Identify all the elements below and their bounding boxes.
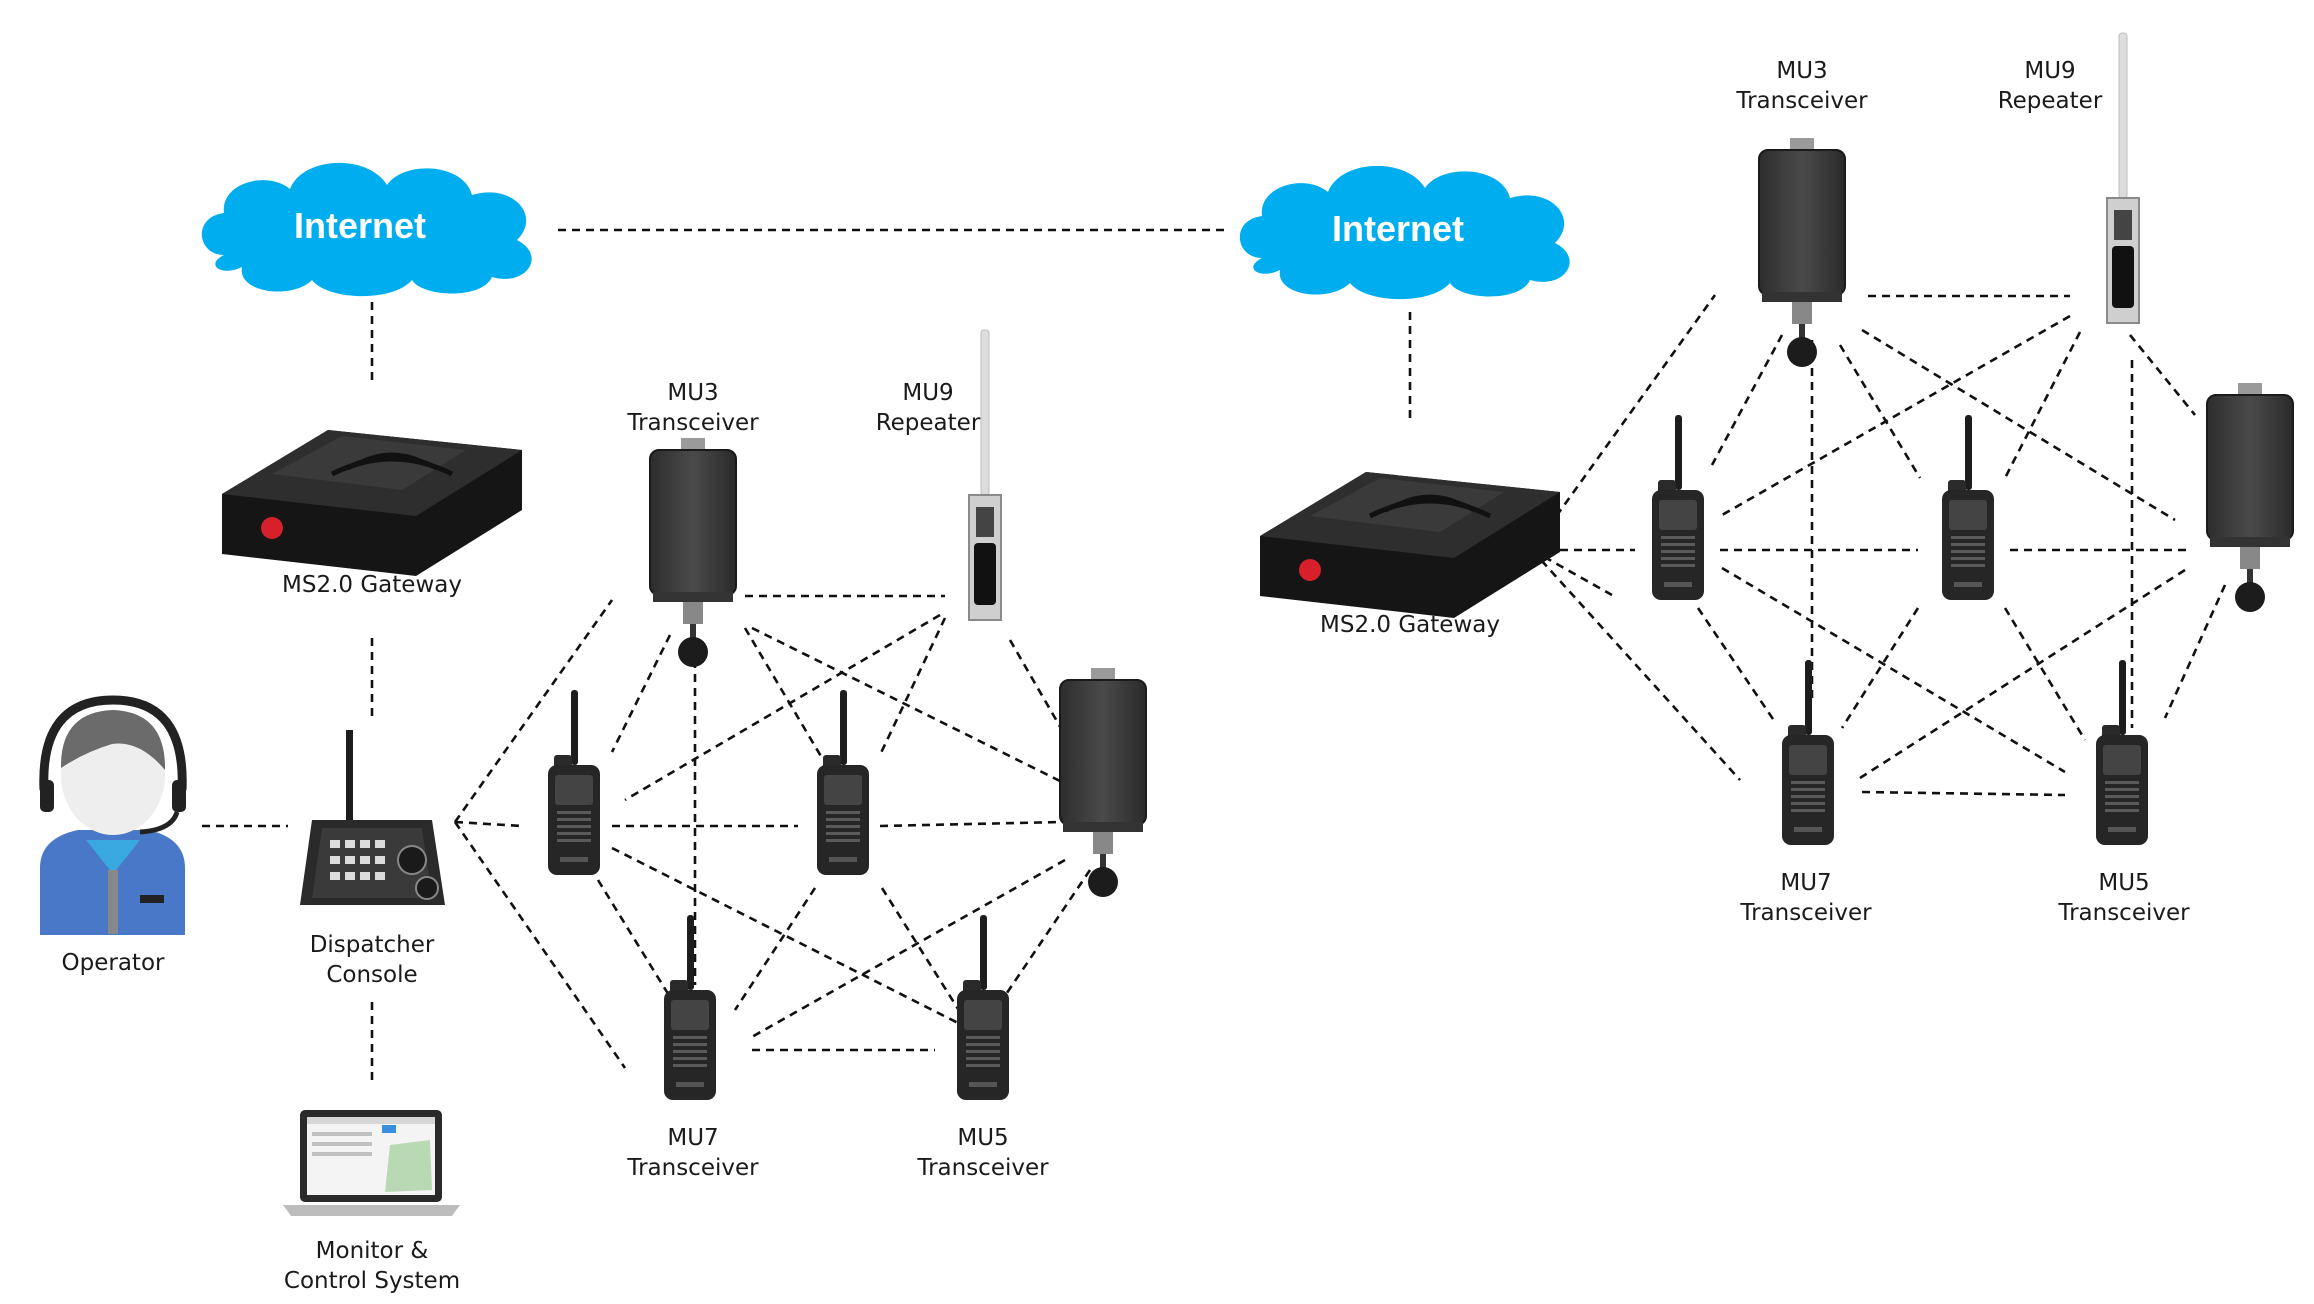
mu3-label-line1: MU3	[1776, 58, 1827, 84]
dispatcher-console-icon	[300, 730, 445, 905]
walkie-talkie-icon	[817, 690, 869, 875]
console-label-line1: Dispatcher	[310, 932, 435, 958]
gateway-label: MS2.0 Gateway	[282, 572, 462, 598]
mu7-label-line2: Transceiver	[1739, 900, 1872, 926]
walkie-talkie-icon	[1782, 660, 1834, 845]
mu7-label-line1: MU7	[1780, 870, 1831, 896]
walkie-talkie-icon	[664, 915, 716, 1100]
links-right	[1408, 294, 2227, 797]
cloud-label: Internet	[1332, 208, 1464, 249]
transceiver-box-icon	[2206, 382, 2294, 613]
mu9-label-line2: Repeater	[876, 410, 981, 436]
repeater-antenna-icon	[968, 329, 1002, 621]
walkie-talkie-icon	[2096, 660, 2148, 845]
walkie-talkie-icon	[548, 690, 600, 875]
gateway-icon	[1260, 472, 1560, 618]
svg-text:MS2.0 Gateway: MS2.0 Gateway	[282, 572, 462, 598]
mu3-label-line2: Transceiver	[1735, 88, 1868, 114]
gateway-icon	[222, 430, 522, 576]
cloud-label: Internet	[294, 205, 426, 246]
repeater-antenna-icon	[2106, 32, 2140, 324]
left-network: Internet MS2.0 Gateway Operator	[39, 162, 1147, 1294]
mu3-label-line1: MU3	[667, 380, 718, 406]
walkie-talkie-icon	[1652, 415, 1704, 600]
console-label-line2: Console	[326, 962, 417, 988]
mu3-label-line2: Transceiver	[626, 410, 759, 436]
gateway-label: MS2.0 Gateway	[1320, 612, 1500, 638]
mu7-label-line1: MU7	[667, 1125, 718, 1151]
mu5-label-line2: Transceiver	[2057, 900, 2190, 926]
transceiver-box-icon	[649, 437, 737, 668]
mu7-label-line2: Transceiver	[626, 1155, 759, 1181]
mu9-label-line1: MU9	[902, 380, 953, 406]
laptop-icon	[283, 1110, 460, 1216]
operator-icon	[39, 695, 187, 935]
monitor-label-line2: Control System	[284, 1268, 460, 1294]
mu9-label-line1: MU9	[2024, 58, 2075, 84]
mu9-label-line2: Repeater	[1998, 88, 2103, 114]
mu5-label-line1: MU5	[957, 1125, 1008, 1151]
links-left	[202, 228, 1230, 1085]
transceiver-box-icon	[1758, 137, 1846, 368]
walkie-talkie-icon	[957, 915, 1009, 1100]
svg-text:MS2.0 Gateway: MS2.0 Gateway	[1320, 612, 1500, 638]
walkie-talkie-icon	[1942, 415, 1994, 600]
transceiver-box-icon	[1059, 667, 1147, 898]
mu5-label-line1: MU5	[2098, 870, 2149, 896]
svg-text:Monitor &Control System: Monitor & Control System	[284, 1238, 460, 1294]
mu5-label-line2: Transceiver	[916, 1155, 1049, 1181]
svg-text:Operator: Operator	[62, 950, 165, 976]
operator-label: Operator	[62, 950, 165, 976]
monitor-label-line1: Monitor &	[316, 1238, 429, 1264]
